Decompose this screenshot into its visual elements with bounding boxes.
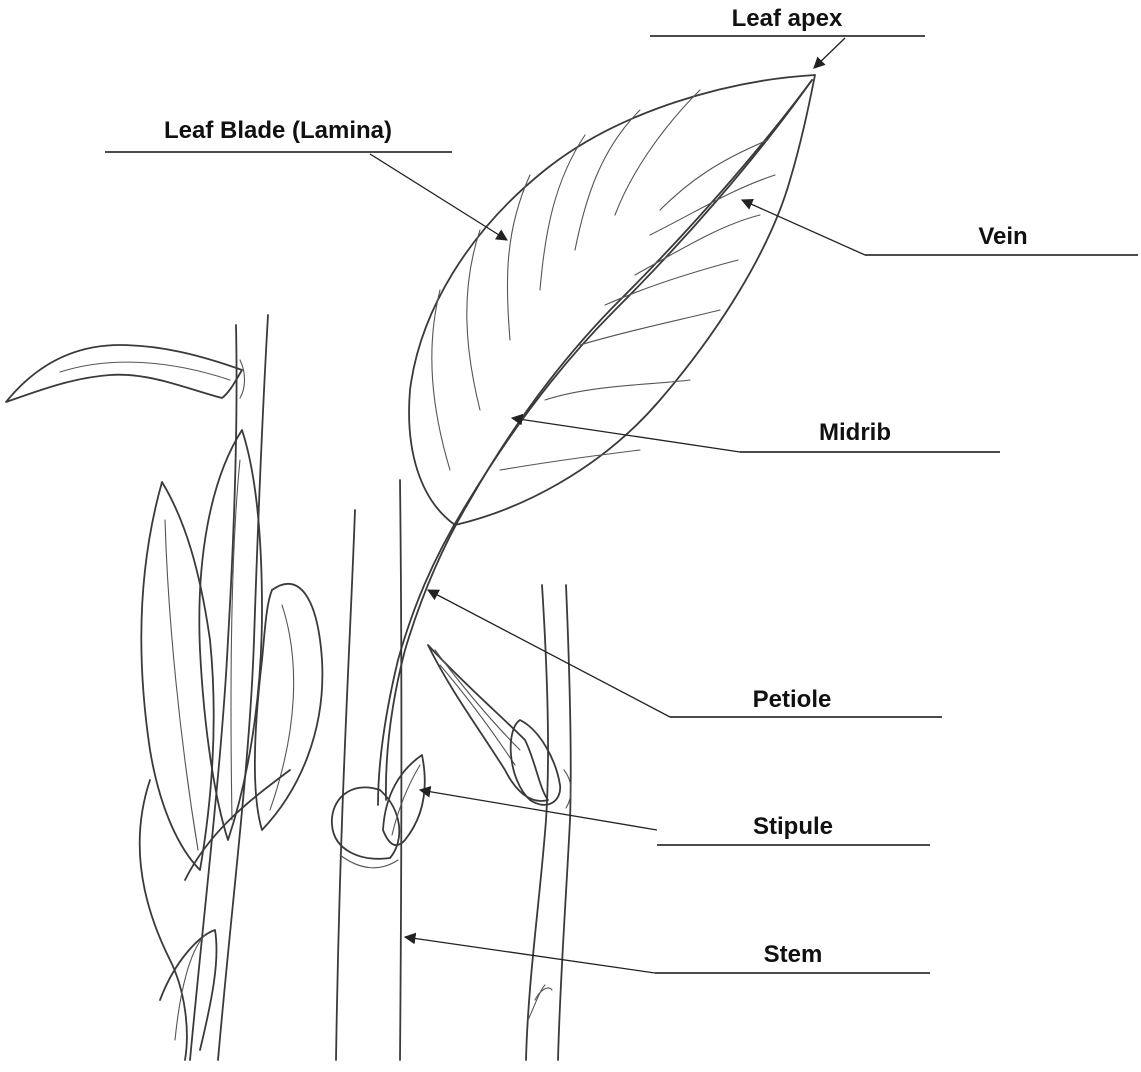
label-petiole: Petiole: [428, 590, 942, 717]
label-stem-arrow: [405, 937, 655, 973]
label-stem-text: Stem: [764, 941, 823, 968]
label-stem: Stem: [405, 937, 930, 973]
label-midrib: Midrib: [512, 418, 1000, 452]
label-petiole-arrow: [428, 590, 670, 717]
label-midrib-arrow: [512, 418, 740, 452]
label-petiole-text: Petiole: [753, 686, 832, 713]
label-stipule-text: Stipule: [753, 813, 833, 840]
center-shoot-drawing: [332, 75, 815, 1060]
label-leaf-blade-arrow: [370, 154, 507, 240]
label-vein-text: Vein: [978, 223, 1027, 250]
label-vein-arrow: [742, 200, 865, 255]
label-leaf-blade-text: Leaf Blade (Lamina): [164, 117, 392, 144]
label-leaf-apex-arrow: [814, 38, 845, 68]
label-stipule: Stipule: [420, 790, 930, 845]
right-shoot-drawing: [428, 585, 571, 1060]
label-leaf-apex: Leaf apex: [650, 5, 925, 68]
left-shoot-drawing: [6, 315, 322, 1060]
label-leaf-blade: Leaf Blade (Lamina): [105, 117, 507, 240]
label-stipule-arrow: [420, 790, 657, 830]
label-vein: Vein: [742, 200, 1138, 255]
label-leaf-apex-text: Leaf apex: [732, 5, 843, 32]
label-midrib-text: Midrib: [819, 419, 891, 446]
